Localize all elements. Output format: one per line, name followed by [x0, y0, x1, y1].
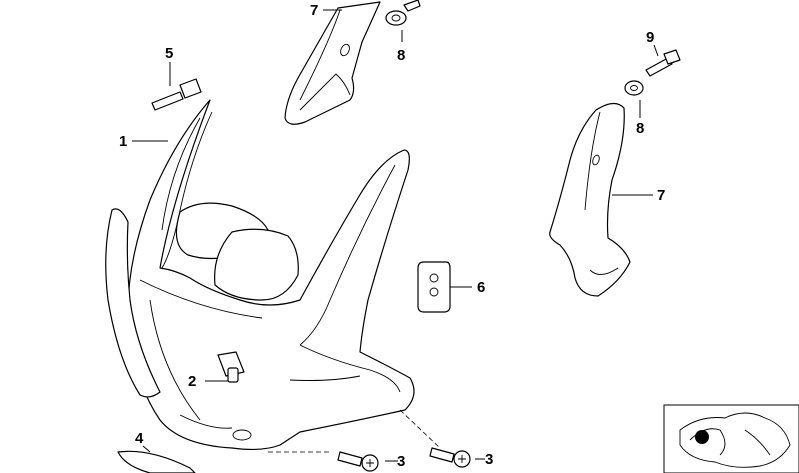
- screw-3-left: [337, 451, 379, 472]
- callout-6: 6: [477, 279, 485, 296]
- bolt-upper: [403, 0, 421, 12]
- callout-8-upper: 8: [397, 47, 405, 64]
- washer-upper: [385, 10, 407, 26]
- nut-plate-6: [417, 261, 451, 313]
- guide-line: [399, 409, 441, 449]
- bracket-right: [549, 102, 631, 297]
- callout-4: 4: [135, 430, 144, 447]
- callout-1: 1: [119, 133, 127, 150]
- clip-2: [217, 351, 245, 383]
- callout-3-left: 3: [397, 453, 405, 470]
- bracket-upper-left: [284, 1, 381, 125]
- screw-3-right: [429, 447, 471, 468]
- callout-7-upper: 7: [310, 2, 318, 19]
- callout-9: 9: [646, 29, 654, 46]
- callout-3-right: 3: [485, 451, 493, 468]
- leader-lines: [132, 9, 659, 462]
- washer-right: [624, 80, 644, 96]
- callout-2: 2: [188, 373, 196, 390]
- bolt-9: [645, 49, 681, 77]
- callout-7-right: 7: [657, 187, 665, 204]
- callout-8-right: 8: [636, 120, 644, 137]
- overview-thumbnail: [663, 404, 799, 473]
- callout-5: 5: [165, 45, 173, 62]
- fairing-main: [105, 99, 415, 451]
- bolt-5: [151, 78, 202, 111]
- trim-4: [117, 450, 196, 473]
